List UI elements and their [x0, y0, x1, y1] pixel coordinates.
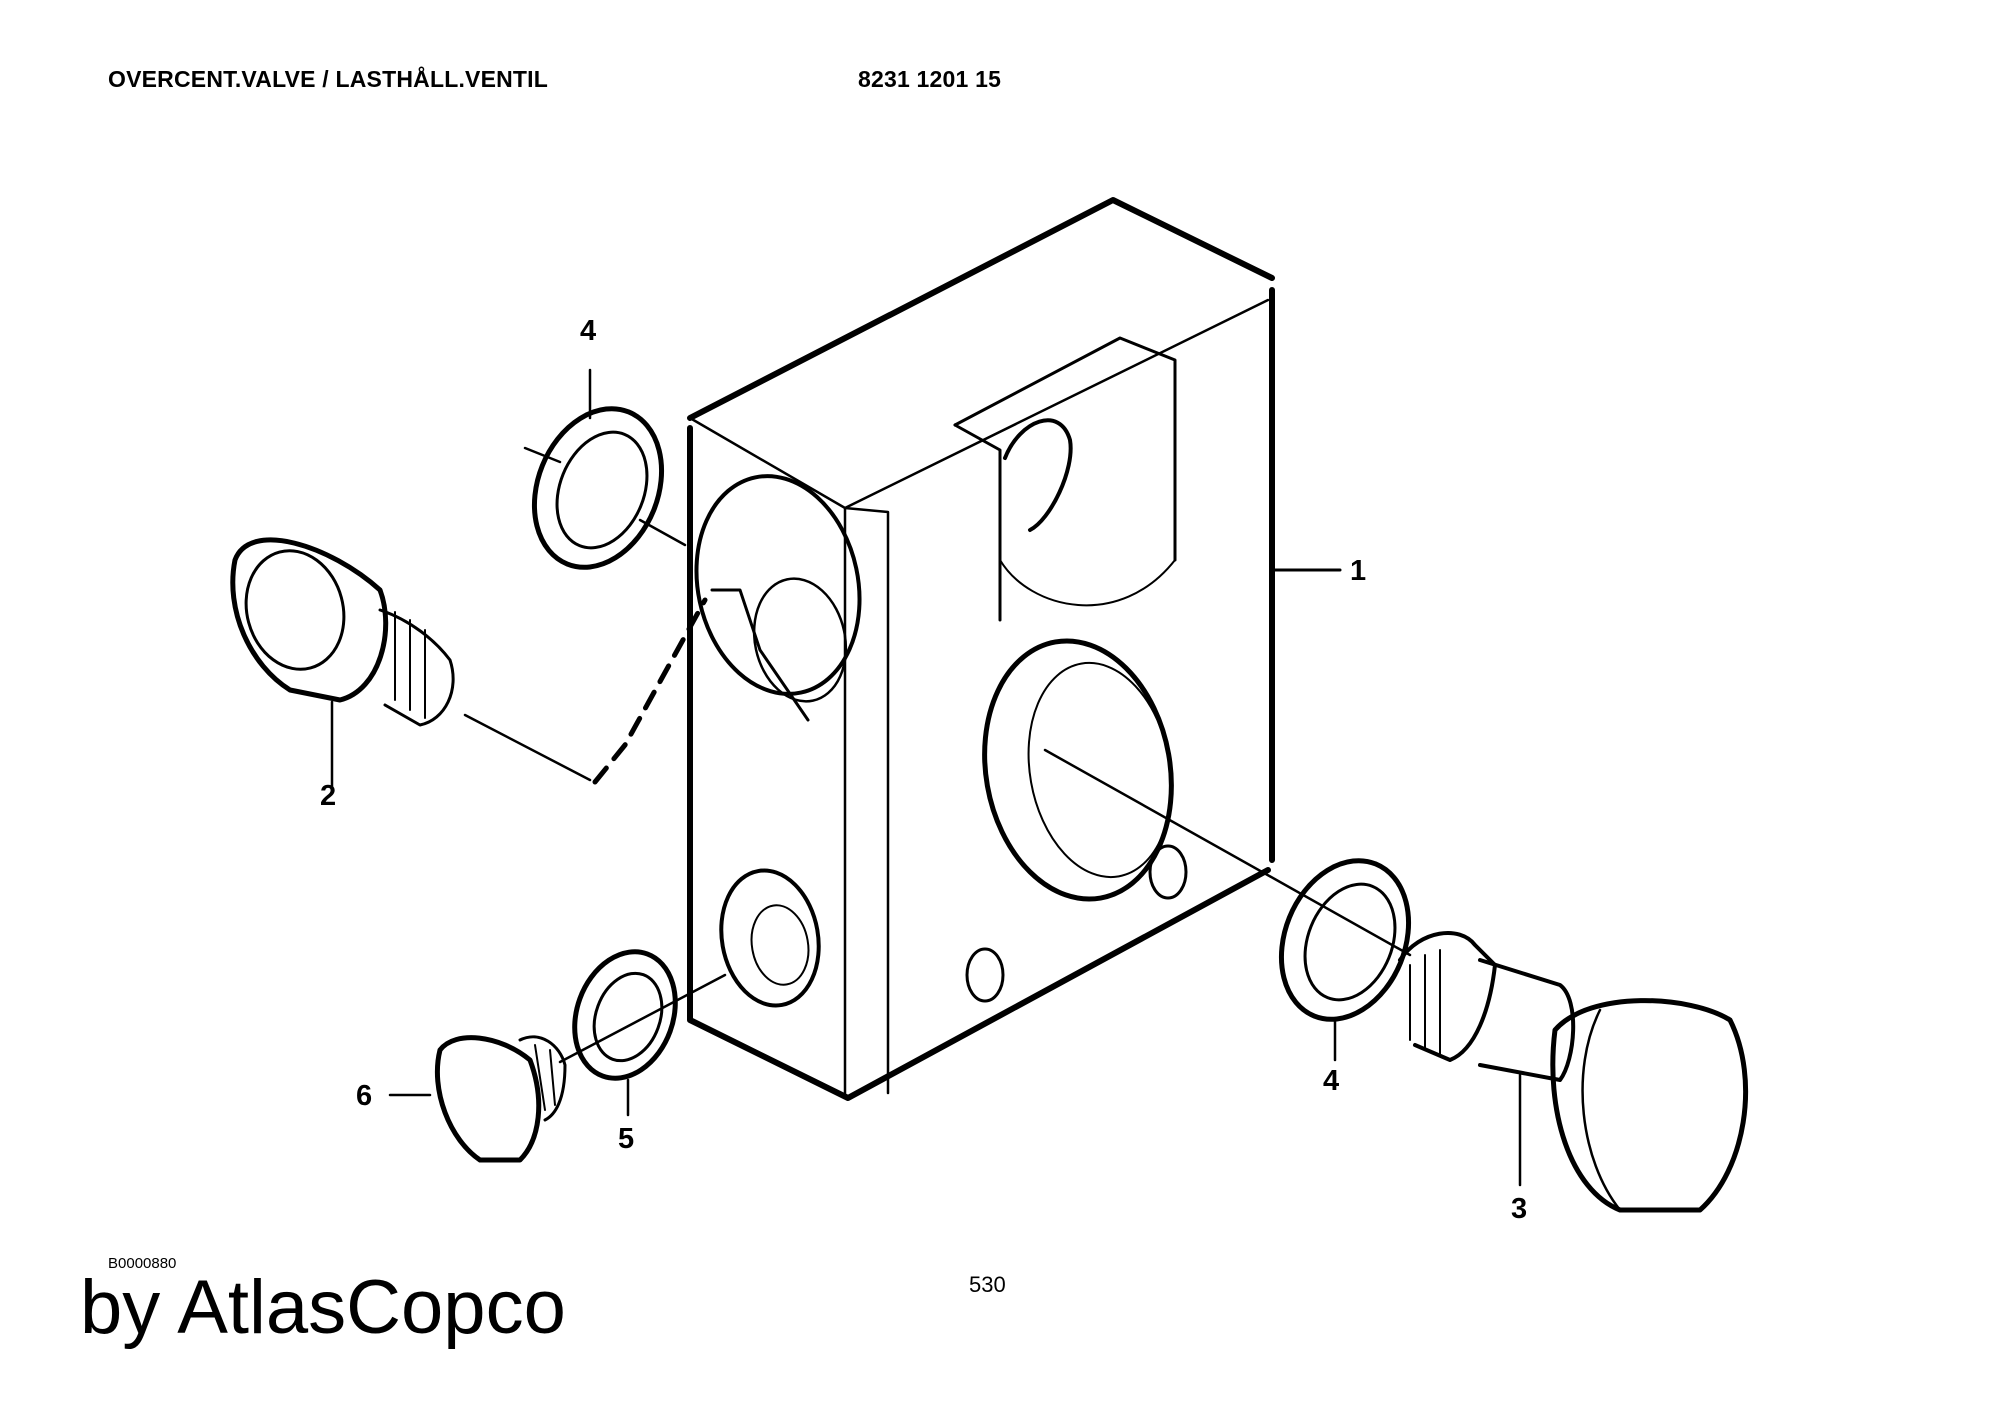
callout-3: 3 — [1511, 1193, 1527, 1225]
callout-4-top: 4 — [580, 315, 596, 347]
callout-6: 6 — [356, 1080, 372, 1112]
page-title: OVERCENT.VALVE / LASTHÅLL.VENTIL — [108, 66, 549, 92]
callout-4-right: 4 — [1323, 1065, 1339, 1097]
credit-text: by AtlasCopco — [80, 1265, 566, 1350]
page-number: 530 — [969, 1272, 1006, 1297]
plug-small — [388, 1035, 567, 1163]
plug-right — [1398, 931, 1749, 1213]
drawing-id: B0000880 — [108, 1255, 177, 1272]
callout-1: 1 — [1350, 555, 1366, 587]
washer-small — [558, 949, 727, 1117]
callout-5: 5 — [618, 1123, 634, 1155]
washer-right — [1043, 748, 1412, 1062]
valve-body — [687, 197, 1342, 1101]
part-number: 8231 1201 15 — [858, 66, 1002, 92]
washer-top — [523, 368, 687, 570]
plug-top-left — [230, 537, 708, 792]
callout-2: 2 — [320, 780, 336, 812]
